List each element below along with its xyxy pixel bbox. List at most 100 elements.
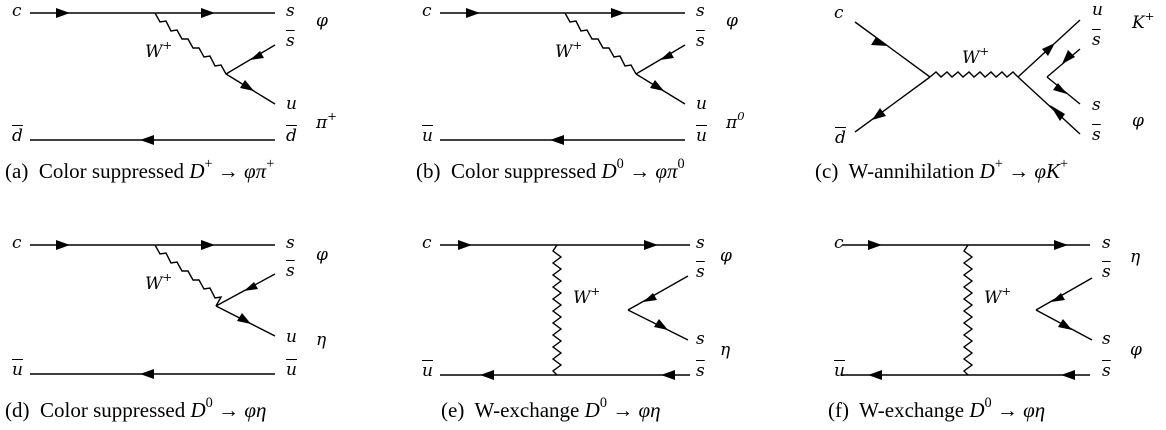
arrow-u xyxy=(650,80,664,91)
meson-label-eta: η xyxy=(1130,247,1141,267)
quark-line-sbar xyxy=(635,44,686,75)
quark-label-s: s xyxy=(286,233,295,253)
quark-label-c: c xyxy=(422,1,432,21)
meson-label-phi: φ xyxy=(316,11,328,31)
w-boson-label: W+ xyxy=(555,37,583,62)
quark-line-sbar xyxy=(627,275,689,311)
arrow-bottom-right xyxy=(1061,370,1075,380)
quark-label-s-top: s xyxy=(696,233,705,253)
quark-label-sbar: s xyxy=(286,31,295,51)
meson-label-k: K+ xyxy=(1132,8,1155,33)
quark-label-sbar-top: s xyxy=(1092,30,1101,50)
quark-label-sbar: s xyxy=(696,31,705,51)
arrow-top-right xyxy=(201,8,215,18)
feynman-diagram-e xyxy=(440,240,690,380)
quark-label-s-top: s xyxy=(1102,233,1111,253)
quark-label-s: s xyxy=(286,1,295,21)
arrow-u xyxy=(240,80,254,91)
panel-a: c d s s u d φ π+ W+ (a) Color suppressed… xyxy=(0,0,380,200)
arrow-top-right xyxy=(1054,240,1068,250)
quark-label-c: c xyxy=(834,233,844,253)
quark-label-u: u xyxy=(696,94,707,114)
arrow-sbar xyxy=(1051,293,1065,302)
w-boson-line xyxy=(962,244,974,376)
quark-label-c: c xyxy=(12,1,22,21)
quark-label-ubar-in: u xyxy=(12,360,23,380)
quark-label-ubar-out: u xyxy=(696,126,707,146)
caption-f: (f) W-exchange D0 → φη xyxy=(828,395,1046,422)
quark-label-c: c xyxy=(12,233,22,253)
meson-label-pi: π+ xyxy=(316,108,337,133)
panel-d: c u s s u u φ η W+ (d) Color suppressed … xyxy=(0,232,380,430)
arrow-s xyxy=(654,319,668,330)
arrow-c xyxy=(871,37,888,46)
quark-label-s: s xyxy=(696,1,705,21)
quark-label-sbar: s xyxy=(286,261,295,281)
w-boson-line xyxy=(929,71,1019,78)
quark-label-c: c xyxy=(422,233,432,253)
panel-b: c u s s u u φ π0 W+ (b) Color suppressed… xyxy=(410,0,790,200)
arrow-top xyxy=(868,240,882,250)
quark-label-ubar-in: u xyxy=(422,126,433,146)
arrow-top-right xyxy=(201,240,215,250)
quark-label-u: u xyxy=(1092,0,1103,20)
arrow-u xyxy=(1042,43,1055,56)
panel-c: c d u s s s K+ φ W+ (c) W-annihilation D… xyxy=(810,0,1166,200)
arrow-top xyxy=(56,240,70,250)
caption-e: (e) W-exchange D0 → φη xyxy=(441,395,661,422)
quark-label-ubar-out: u xyxy=(286,360,297,380)
arrow-sbar xyxy=(244,282,258,291)
quark-label-sbar-mid: s xyxy=(1102,262,1111,282)
quark-label-dbar: d xyxy=(835,128,846,148)
meson-label-phi: φ xyxy=(1132,111,1144,131)
arrow-top-right xyxy=(611,8,625,18)
arrow-bottom xyxy=(140,369,154,379)
quark-label-c: c xyxy=(834,3,844,23)
arrow-sbar xyxy=(643,293,657,302)
meson-label-phi: φ xyxy=(726,11,738,31)
quark-label-s: s xyxy=(1092,95,1101,115)
w-boson-label: W+ xyxy=(145,37,173,62)
meson-label-eta: η xyxy=(316,330,327,350)
w-boson-line xyxy=(154,244,223,307)
caption-b: (b) Color suppressed D0 → φπ0 xyxy=(416,156,685,183)
arrow-bottom xyxy=(480,370,494,380)
caption-a: (a) Color suppressed D+ → φπ+ xyxy=(5,156,275,183)
w-boson-line xyxy=(551,244,563,376)
arrow-sbar-top xyxy=(1062,50,1075,64)
quark-label-s-mid: s xyxy=(696,329,705,349)
arrow-top xyxy=(458,240,472,250)
arrow-sbar xyxy=(250,51,264,60)
quark-line-sbar-bottom xyxy=(1017,76,1081,135)
arrow-s xyxy=(1058,319,1072,330)
arrow-sbar xyxy=(660,51,674,60)
caption-d: (d) Color suppressed D0 → φη xyxy=(5,395,267,422)
quark-label-sbar-mid: s xyxy=(696,262,705,282)
meson-label-phi: φ xyxy=(316,245,328,265)
arrow-u xyxy=(237,313,251,324)
quark-label-sbar-bottom: s xyxy=(1102,361,1111,381)
arrow-top xyxy=(56,8,70,18)
caption-c: (c) W-annihilation D+ → φK+ xyxy=(815,156,1069,183)
meson-label-eta: η xyxy=(720,340,731,360)
arrow-s xyxy=(1053,83,1067,94)
w-boson-label: W+ xyxy=(145,269,173,294)
quark-label-sbar-bottom: s xyxy=(1092,125,1101,145)
arrow-top-right xyxy=(644,240,658,250)
quark-label-dbar-in: d xyxy=(12,126,23,146)
panel-e: c u s s s s φ η W+ (e) W-exchange D0 → φ… xyxy=(410,232,790,430)
arrow-bottom xyxy=(550,135,564,145)
arrow-sbar-bottom xyxy=(1050,105,1065,121)
arrow-dbar xyxy=(872,108,886,120)
feynman-diagram-d xyxy=(30,240,276,379)
w-boson-label: W+ xyxy=(984,283,1012,308)
feynman-diagram-a xyxy=(30,8,276,145)
quark-label-ubar: u xyxy=(834,361,845,381)
quark-line-c xyxy=(854,21,931,78)
arrow-top xyxy=(466,8,480,18)
meson-label-pi: π0 xyxy=(726,108,745,133)
arrow-bottom xyxy=(868,370,882,380)
quark-line-sbar xyxy=(1035,277,1093,311)
panel-f: c u s s s s η φ W+ (f) W-exchange D0 → φ… xyxy=(810,232,1166,430)
quark-label-u: u xyxy=(286,327,297,347)
